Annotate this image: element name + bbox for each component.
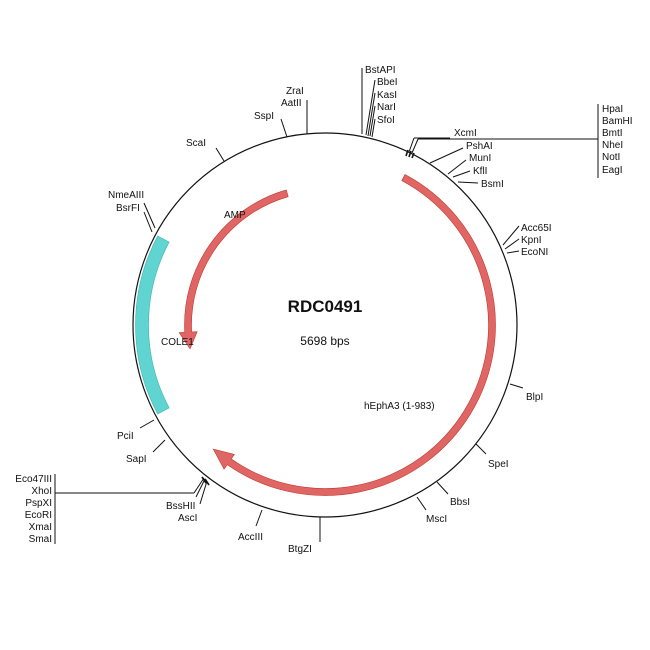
pshai-tick (429, 147, 464, 164)
amp-feature-label: AMP (224, 210, 246, 221)
bbei-label: BbeI (377, 77, 398, 88)
acciii-label: AccIII (238, 532, 263, 543)
blpi-label: BlpI (526, 392, 543, 403)
pcii-label: PciI (117, 431, 134, 442)
sapi-tick (152, 439, 166, 453)
muni-label: MunI (469, 153, 491, 164)
msci-tick (416, 496, 427, 511)
muni-tick (447, 159, 467, 175)
hpai-group-tick (411, 138, 419, 154)
xcmi-tick (408, 137, 415, 153)
spei-label: SpeI (488, 459, 509, 470)
cole1-feature-label: COLE1 (161, 337, 194, 348)
acc65i-tick (502, 225, 520, 246)
xmai-label: XmaI (29, 522, 52, 533)
eco47iii-mark (201, 476, 207, 484)
kpni-tick (504, 238, 520, 250)
bstapi-label: BstAPI (365, 65, 396, 76)
hpai-mark (408, 150, 412, 158)
nmeaiii-label: NmeAIII (108, 190, 144, 201)
bsshii-label: BssHII (166, 501, 195, 512)
bmti-label: BmtI (602, 128, 623, 139)
xcmi-mark (405, 149, 409, 157)
pspxi-label: PspXI (25, 498, 52, 509)
xhoi-label: XhoI (31, 486, 52, 497)
btgzi-label: BtgZI (288, 544, 312, 555)
acciii-tick (255, 509, 263, 527)
hepha3-feature-label: hEphA3 (1-983) (364, 401, 435, 412)
msci-label: MscI (426, 514, 447, 525)
kfli-label: KflI (473, 166, 487, 177)
scai-tick (215, 147, 225, 162)
econi-label: EcoNI (521, 247, 548, 258)
noti-label: NotI (602, 152, 620, 163)
acc65i-label: Acc65I (521, 223, 552, 234)
nari-label: NarI (377, 102, 396, 113)
ecori-label: EcoRI (25, 510, 52, 521)
sspi-tick (280, 118, 288, 138)
plasmid-size: 5698 bps (300, 334, 349, 348)
blpi-tick (509, 383, 524, 389)
bbsi-label: BbsI (450, 497, 470, 508)
pshai-label: PshAI (466, 141, 493, 152)
kasi-label: KasI (377, 90, 397, 101)
plasmid-backbone (132, 132, 518, 518)
xcmi-label: XcmI (454, 128, 477, 139)
pcii-tick (139, 419, 155, 429)
bsmi-label: BsmI (481, 179, 504, 190)
hepha3-feature-arrow (212, 174, 496, 496)
sfoi-tick (371, 118, 376, 138)
bsrfi-tick (143, 211, 153, 233)
kpni-label: KpnI (521, 235, 542, 246)
zrai-label: ZraI (286, 86, 304, 97)
aatii-label: AatII (281, 98, 302, 109)
scai-label: ScaI (186, 138, 206, 149)
asci-tick (199, 480, 208, 505)
bbsi-tick (436, 481, 449, 495)
hpai-label: HpaI (602, 104, 623, 115)
smai-label: SmaI (29, 534, 52, 545)
eagi-label: EagI (602, 165, 623, 176)
site-cluster-marks (201, 149, 415, 486)
bsmi-tick (457, 181, 479, 184)
site-leader-lines (54, 68, 599, 544)
bsshii-mark (204, 478, 210, 486)
kfli-tick (452, 170, 471, 178)
asci-label: AscI (178, 513, 197, 524)
eco47iii-group-tick (193, 477, 205, 494)
sapi-label: SapI (126, 454, 147, 465)
bsshii-tick (195, 478, 206, 498)
econi-tick (506, 250, 520, 254)
sspi-label: SspI (254, 111, 274, 122)
plasmid-name: RDC0491 (288, 297, 363, 316)
cole1-feature-block (135, 235, 170, 415)
nhei-label: NheI (602, 140, 623, 151)
spei-tick (475, 443, 487, 455)
sfoi-label: SfoI (377, 115, 395, 126)
nmeaiii-tick (143, 202, 156, 229)
site-labels: BstAPI BbeI KasI NarI SfoI ZraI AatII Ss… (15, 65, 632, 555)
kasi-tick (367, 92, 376, 137)
bmti-mark (411, 152, 415, 159)
nari-tick (369, 105, 376, 137)
bbei-tick (365, 79, 376, 136)
eco47iii-label: Eco47III (15, 474, 52, 485)
bamhi-label: BamHI (602, 116, 633, 127)
amp-feature-arrow (178, 189, 289, 350)
bsrfi-label: BsrFI (116, 203, 140, 214)
